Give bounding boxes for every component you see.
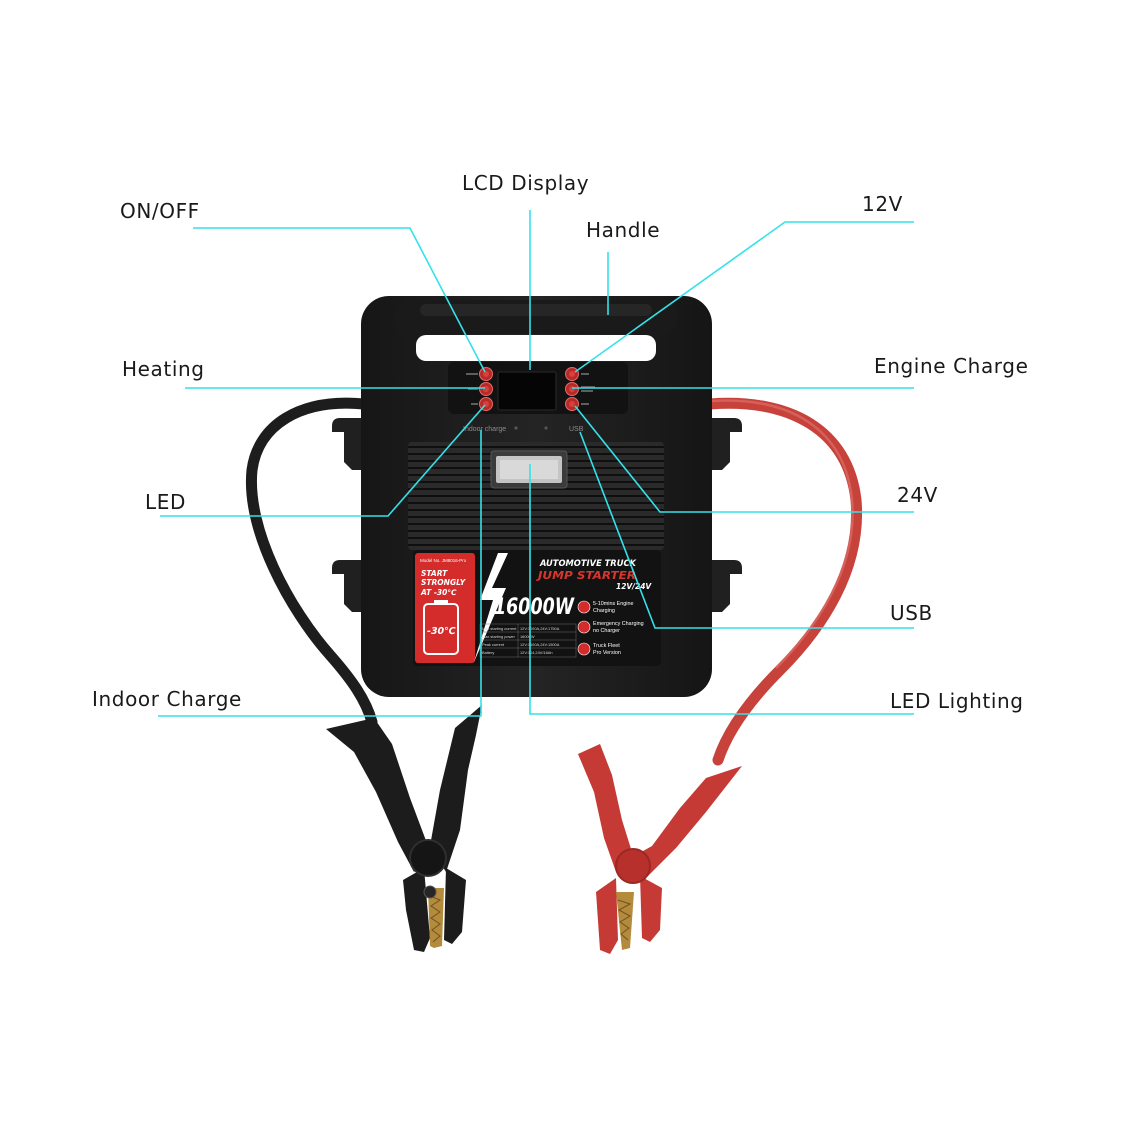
- positive-cable-highlight: [711, 399, 854, 669]
- callout-24v: 24V: [897, 483, 938, 507]
- clamp-right-jaw: [444, 868, 466, 944]
- clamp-spring: [423, 885, 437, 899]
- product-sticker: Model No. JM8016-Pro START STRONGLY AT -…: [413, 550, 661, 666]
- truck-icon: [577, 642, 591, 656]
- engine-charge-button: [565, 382, 579, 396]
- button-legend: [468, 388, 478, 390]
- spec-label: Max starting current: [482, 626, 517, 631]
- callout-indoor-charge: Indoor Charge: [92, 687, 242, 711]
- left-upper-cable-clip: [332, 418, 362, 470]
- clamp-right-jaw: [640, 876, 662, 942]
- slogan-line-1: START: [421, 569, 448, 578]
- spec-value: 12V:3000A,24V:1750A: [520, 626, 560, 631]
- clamp-pivot: [615, 848, 651, 884]
- button-legend: [581, 373, 589, 375]
- badge-temperature: -30℃: [427, 626, 456, 637]
- callout-labels: ON/OFF LCD Display Handle 12V Heating En…: [92, 171, 1028, 713]
- lcd-screen: [497, 371, 557, 411]
- timer-icon: [577, 600, 591, 614]
- product-name: JUMP STARTER: [536, 569, 636, 582]
- button-legend: [581, 390, 593, 392]
- clamp-teeth: [428, 888, 444, 948]
- heating-button: [479, 382, 493, 396]
- battery-temperature-icon: [423, 600, 459, 655]
- leader-lines: [158, 210, 914, 717]
- voltage-rating: 12V/24V: [616, 582, 652, 591]
- callout-12v: 12V: [862, 192, 903, 216]
- leader-on-off: [193, 227, 486, 373]
- callout-led-lighting: LED Lighting: [890, 689, 1024, 713]
- leader-indoor-charge: [158, 430, 482, 717]
- clamp-left-jaw: [403, 868, 430, 952]
- leader-12v: [574, 221, 914, 373]
- clamp-teeth-serration: [429, 895, 442, 943]
- 12v-button: [565, 367, 579, 381]
- spec-label: Max starting power: [482, 634, 516, 639]
- clamp-left-jaw: [596, 878, 618, 954]
- feature-1-line-2: Charging: [593, 608, 615, 614]
- spec-table: Max starting current 12V:3000A,24V:1750A…: [479, 623, 577, 658]
- negative-cable: [245, 397, 378, 728]
- negative-clamp: [326, 705, 482, 952]
- clamp-left-arm: [326, 718, 428, 872]
- spec-label: Battery: [482, 650, 494, 655]
- right-upper-cable-clip: [712, 418, 742, 470]
- sticker-red-panel: [415, 553, 475, 663]
- callout-lcd-display: LCD Display: [462, 171, 589, 195]
- right-lower-cable-clip: [712, 560, 742, 612]
- leader-led-lighting: [529, 464, 914, 715]
- plug-icon: [577, 620, 591, 634]
- leader-led: [160, 404, 486, 517]
- feature-1-line-1: 5-10mins Engine: [593, 601, 633, 607]
- button-legend: [581, 386, 595, 388]
- leader-24v: [574, 405, 914, 513]
- product-category: AUTOMOTIVE TRUCK: [539, 559, 637, 569]
- spec-label: Peak current: [482, 642, 505, 647]
- button-legends: [466, 373, 595, 405]
- usb-port-label: USB: [569, 426, 584, 433]
- model-number: Model No. JM8016-Pro: [420, 558, 467, 563]
- led-lamp-highlight: [500, 460, 558, 479]
- spec-value: 12V:104,24V/16Ah: [520, 650, 553, 655]
- indoor-charge-port: [514, 426, 518, 430]
- positive-clamp: [578, 744, 742, 954]
- power-rating: 16000W: [494, 595, 575, 620]
- left-lower-cable-clip: [332, 560, 362, 612]
- callout-heating: Heating: [122, 357, 205, 381]
- slogan-line-2: STRONGLY: [421, 578, 467, 587]
- callout-on-off: ON/OFF: [120, 199, 200, 223]
- feature-2-line-1: Emergency Charging: [593, 621, 644, 627]
- callout-handle: Handle: [586, 218, 660, 242]
- positive-cable: [704, 397, 863, 766]
- button-legend: [471, 403, 478, 405]
- leader-usb: [579, 431, 914, 629]
- callout-led: LED: [145, 490, 186, 514]
- indoor-charge-port-label: Indoor charge: [463, 426, 506, 433]
- clamp-right-arm: [634, 766, 742, 876]
- lightning-bolt-icon: [474, 553, 508, 662]
- handle-grip-texture: [420, 304, 652, 316]
- vent-grille: [408, 442, 664, 550]
- feature-3-line-1: Truck Fleet: [593, 643, 620, 649]
- usb-port: [544, 426, 548, 430]
- clamp-teeth: [616, 892, 634, 950]
- clamp-teeth-serration: [617, 899, 632, 941]
- slogan-line-3: AT -30℃: [420, 588, 456, 597]
- button-legend: [466, 373, 478, 375]
- clamp-pivot: [409, 839, 447, 877]
- clamp-right-arm: [430, 705, 482, 872]
- spec-value: 16000W: [520, 634, 535, 639]
- feature-2-line-2: no Charger: [593, 628, 620, 634]
- spec-value: 12V:1600A,24V:1500A: [520, 642, 560, 647]
- callout-engine-charge: Engine Charge: [874, 354, 1028, 378]
- on-off-button: [479, 367, 493, 381]
- button-legend: [581, 403, 589, 405]
- feature-3-line-2: Pro Version: [593, 650, 621, 656]
- callout-usb: USB: [890, 601, 933, 625]
- clamp-left-arm: [578, 744, 632, 872]
